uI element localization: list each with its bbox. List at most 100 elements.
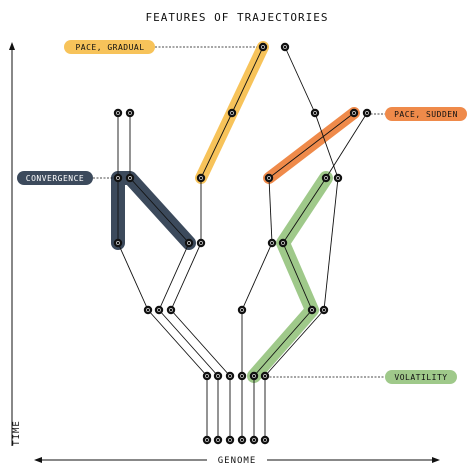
volatility-pill xyxy=(385,370,457,384)
trajectory-edge xyxy=(170,309,231,377)
trajectory-node xyxy=(278,238,288,248)
trajectory-node xyxy=(310,108,320,118)
node-glyph xyxy=(263,438,267,442)
trajectory-node xyxy=(202,371,212,381)
trajectory-node xyxy=(280,42,290,52)
trajectory-edge xyxy=(200,112,233,179)
label-pace-gradual: PACE, GRADUAL xyxy=(64,40,155,54)
trajectory-node xyxy=(267,238,277,248)
volatility-text: VOLATILITY xyxy=(394,373,447,382)
node-glyph xyxy=(128,176,132,180)
trajectory-node xyxy=(125,108,135,118)
node-glyph xyxy=(324,176,328,180)
node-glyph xyxy=(240,308,244,312)
time-axis-label: TIME xyxy=(12,420,22,446)
node-glyph xyxy=(146,308,150,312)
node-glyph xyxy=(322,308,326,312)
trajectory-edge xyxy=(282,242,313,311)
node-glyph xyxy=(310,308,314,312)
trajectory-node xyxy=(237,371,247,381)
trajectory-node xyxy=(349,108,359,118)
convergence-text: CONVERGENCE xyxy=(26,174,84,183)
pace-gradual-text: PACE, GRADUAL xyxy=(75,43,144,52)
trajectory-lines xyxy=(117,46,368,440)
diagram-title: FEATURES OF TRAJECTORIES xyxy=(146,11,329,24)
trajectory-edge xyxy=(284,46,316,114)
node-glyph xyxy=(199,176,203,180)
genome-axis-label: GENOME xyxy=(218,456,257,466)
trajectory-edge xyxy=(253,309,313,377)
node-glyph xyxy=(205,438,209,442)
node-glyph xyxy=(230,111,234,115)
node-glyph xyxy=(116,176,120,180)
highlight-bands xyxy=(111,41,360,383)
trajectory-node xyxy=(319,305,329,315)
node-glyph xyxy=(116,111,120,115)
node-glyph xyxy=(199,241,203,245)
node-glyph xyxy=(216,374,220,378)
trajectory-node xyxy=(225,371,235,381)
convergence-band xyxy=(111,171,196,250)
volatility-band xyxy=(247,171,333,383)
trajectory-node xyxy=(321,173,331,183)
trajectory-node xyxy=(154,305,164,315)
node-glyph xyxy=(336,176,340,180)
trajectory-edge xyxy=(282,177,327,244)
node-glyph xyxy=(270,241,274,245)
trajectory-edge xyxy=(158,242,190,311)
node-glyph xyxy=(205,374,209,378)
trajectory-edge xyxy=(268,112,355,179)
node-glyph xyxy=(240,438,244,442)
trajectory-node xyxy=(125,173,135,183)
trajectory-edge xyxy=(147,309,208,377)
trajectory-edge xyxy=(129,177,190,244)
trajectory-edge xyxy=(323,177,339,311)
label-convergence: CONVERGENCE xyxy=(17,171,93,185)
trajectory-edge xyxy=(264,309,325,377)
trajectory-nodes xyxy=(113,42,372,445)
node-glyph xyxy=(263,374,267,378)
trajectory-node xyxy=(184,238,194,248)
trajectory-node xyxy=(227,108,237,118)
node-glyph xyxy=(252,438,256,442)
node-glyph xyxy=(187,241,191,245)
trajectory-node xyxy=(249,435,259,445)
node-glyph xyxy=(216,438,220,442)
trajectory-node xyxy=(237,435,247,445)
trajectory-edge xyxy=(268,177,273,244)
trajectory-edge xyxy=(325,112,368,179)
trajectory-node xyxy=(307,305,317,315)
convergence-pill xyxy=(17,171,93,185)
trajectory-edge xyxy=(231,46,264,114)
trajectory-node xyxy=(166,305,176,315)
node-glyph xyxy=(313,111,317,115)
node-glyph xyxy=(281,241,285,245)
trajectory-node xyxy=(143,305,153,315)
node-glyph xyxy=(228,374,232,378)
node-glyph xyxy=(116,241,120,245)
node-glyph xyxy=(169,308,173,312)
trajectory-node xyxy=(225,435,235,445)
node-glyph xyxy=(267,176,271,180)
trajectory-edge xyxy=(170,242,202,311)
trajectory-node xyxy=(196,238,206,248)
node-glyph xyxy=(352,111,356,115)
trajectory-node xyxy=(333,173,343,183)
trajectory-node xyxy=(113,108,123,118)
pace-sudden-pill xyxy=(385,107,467,121)
trajectory-node xyxy=(213,371,223,381)
trajectory-node xyxy=(196,173,206,183)
trajectory-node xyxy=(202,435,212,445)
node-glyph xyxy=(365,111,369,115)
trajectory-node xyxy=(113,238,123,248)
trajectory-node xyxy=(260,435,270,445)
trajectory-node xyxy=(362,108,372,118)
node-glyph xyxy=(252,374,256,378)
node-glyph xyxy=(240,374,244,378)
trajectory-node xyxy=(113,173,123,183)
label-volatility: VOLATILITY xyxy=(385,370,457,384)
label-leaders xyxy=(93,46,385,378)
node-glyph xyxy=(261,45,265,49)
node-glyph xyxy=(228,438,232,442)
